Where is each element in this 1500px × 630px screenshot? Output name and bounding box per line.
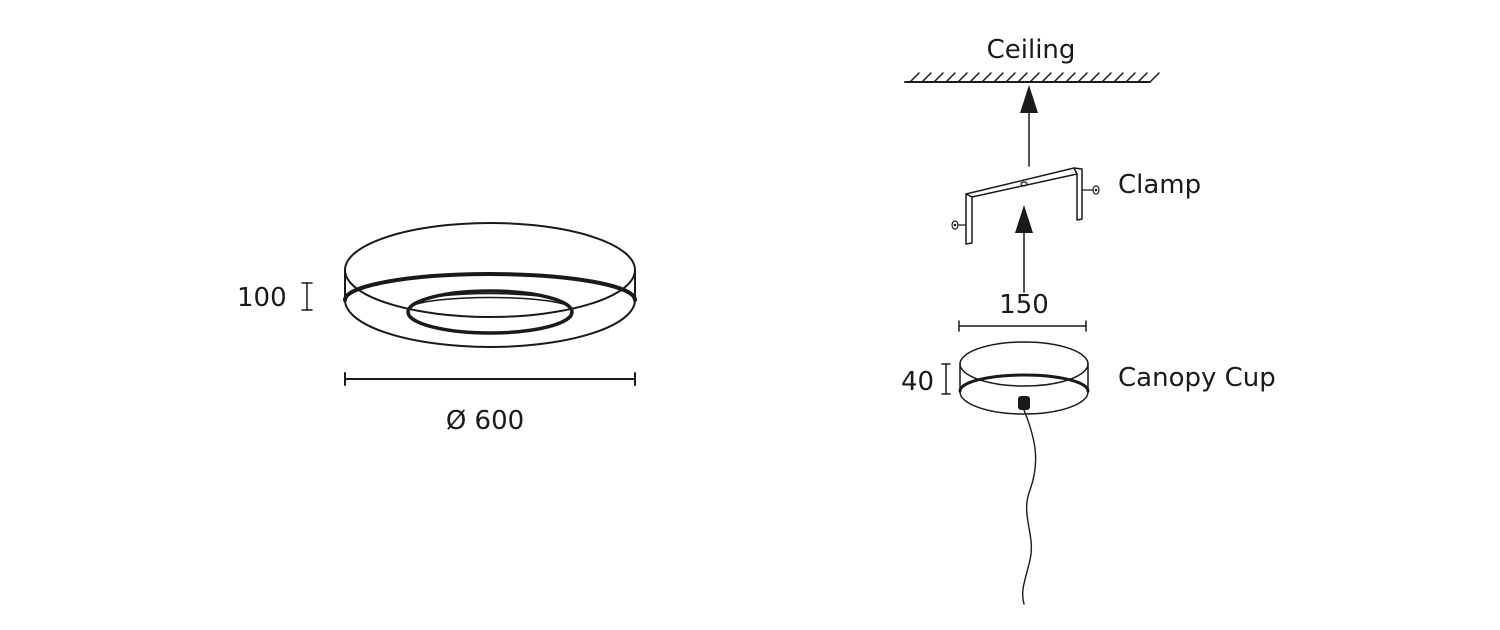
clamp-hole: [1020, 181, 1028, 187]
hatch-stroke: [993, 72, 1004, 83]
luminaire-diameter-dimension: Ø 600: [344, 372, 636, 436]
hatch-stroke: [1053, 72, 1064, 83]
hatch-stroke: [1041, 72, 1052, 83]
hatch-stroke: [957, 72, 968, 83]
luminaire-inner-opening: [406, 289, 574, 335]
clamp-bracket: Clamp: [951, 167, 1201, 245]
luminaire-height-dimension: 100: [237, 282, 313, 313]
luminaire-height-label: 100: [237, 283, 287, 313]
hatch-stroke: [1125, 72, 1136, 83]
luminaire-top-surface: [344, 222, 636, 318]
clamp-screw-left: [951, 220, 967, 230]
canopy-bottom-edge: [958, 373, 1090, 393]
clamp-body: [965, 167, 1083, 245]
hatch-stroke: [1149, 72, 1160, 83]
canopy-width-dimension: 150: [958, 290, 1087, 332]
hatch-stroke: [921, 72, 932, 83]
hatch-stroke: [1077, 72, 1088, 83]
hatch-stroke: [1089, 72, 1100, 83]
mount-arrow-lower: [1015, 205, 1033, 293]
clamp-fold: [1073, 167, 1078, 175]
hatch-stroke: [1101, 72, 1112, 83]
ceiling: Ceiling: [904, 35, 1160, 83]
canopy-height-dimension: 40: [901, 363, 951, 397]
hatch-stroke: [981, 72, 992, 83]
luminaire-diameter-label: Ø 600: [446, 406, 524, 436]
hatch-stroke: [1065, 72, 1076, 83]
canopy-height-label: 40: [901, 367, 934, 397]
clamp-screw-right: [1081, 185, 1100, 195]
ring-luminaire: [343, 222, 637, 348]
mount-arrow-upper: [1020, 85, 1038, 167]
hatch-stroke: [945, 72, 956, 83]
luminaire-inner-rim: [439, 292, 541, 297]
hatch-stroke: [909, 72, 920, 83]
clamp-label: Clamp: [1118, 170, 1201, 200]
hatch-stroke: [1113, 72, 1124, 83]
canopy-cup: Canopy Cup: [958, 341, 1276, 605]
luminaire-inner-wall: [411, 296, 569, 307]
luminaire-bottom-edge: [344, 299, 636, 348]
hatch-stroke: [933, 72, 944, 83]
arrow-head: [1015, 205, 1033, 233]
canopy-label: Canopy Cup: [1118, 363, 1276, 393]
hatch-stroke: [1017, 72, 1028, 83]
clamp-fold: [965, 193, 973, 198]
luminaire-diffuser-edge: [343, 272, 637, 302]
hatch-stroke: [1137, 72, 1148, 83]
ceiling-label: Ceiling: [987, 35, 1076, 65]
ceiling-hatching: [909, 72, 1160, 83]
canopy-width-label: 150: [999, 290, 1049, 320]
power-cable: [1021, 409, 1037, 605]
hatch-stroke: [1029, 72, 1040, 83]
arrow-head: [1020, 85, 1038, 113]
hatch-stroke: [969, 72, 980, 83]
cable-gland: [1018, 396, 1030, 410]
hatch-stroke: [1005, 72, 1016, 83]
